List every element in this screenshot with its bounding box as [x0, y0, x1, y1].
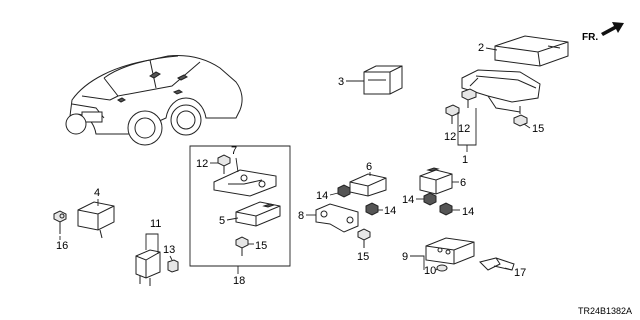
part-2-module: 2	[478, 35, 569, 67]
part-10-battery: 10	[424, 264, 448, 277]
assembly-18-frame: 18	[189, 145, 291, 287]
bolt-12-box: 12	[196, 154, 231, 174]
clip-14-d: 14	[439, 202, 474, 218]
callout-12-lower: 12	[444, 131, 456, 143]
part-3-unit: 3	[338, 65, 403, 95]
callout-4: 4	[94, 187, 100, 199]
callout-17: 17	[514, 267, 526, 279]
callout-3: 3	[338, 76, 344, 88]
part-11-relay: 11	[135, 218, 161, 286]
diagram-code: TR24B1382A	[578, 306, 632, 316]
callout-11: 11	[150, 218, 161, 230]
clip-14-b: 14	[365, 202, 396, 217]
vehicle-illustration	[65, 55, 243, 146]
part-8-bracket: 8	[298, 203, 359, 233]
callout-2: 2	[478, 42, 484, 54]
front-label: FR.	[582, 32, 598, 43]
callout-16: 16	[56, 240, 68, 252]
leader-2	[485, 47, 498, 51]
callout-14-a: 14	[316, 190, 328, 202]
bolt-15-middle: 15	[357, 228, 371, 263]
callout-6-right: 6	[460, 177, 466, 189]
bolt-12-upper	[461, 88, 477, 108]
part-1-bracket	[461, 69, 541, 113]
part-9-key-fob: 9	[402, 237, 475, 270]
part-6-sensor-right: 6	[419, 167, 466, 195]
part-6-sensor-left: 6	[349, 161, 387, 197]
callout-15-middle: 15	[357, 251, 369, 263]
front-arrow-icon	[601, 22, 624, 36]
part-7-bracket: 7	[213, 145, 277, 197]
bolt-15-box: 15	[235, 236, 267, 256]
callout-10: 10	[424, 265, 436, 277]
part-17-key-blade: 17	[479, 257, 526, 279]
callout-12-upper: 12	[458, 123, 470, 135]
bolt-12-lower	[445, 104, 460, 124]
callout-14-b: 14	[384, 205, 396, 217]
part-13-clip: 13	[163, 244, 179, 273]
bolt-16: 16	[53, 210, 68, 252]
callout-1: 1	[462, 154, 468, 166]
callout-6-left: 6	[366, 161, 372, 173]
part-5-receiver: 5	[219, 201, 281, 227]
callout-14-d: 14	[462, 206, 474, 218]
callout-7: 7	[231, 145, 237, 157]
callout-18: 18	[233, 275, 245, 287]
callout-12-box: 12	[196, 158, 208, 170]
callout-9: 9	[402, 251, 408, 263]
clip-14-c: 14	[402, 192, 437, 206]
front-direction-indicator: FR.	[582, 22, 624, 43]
part-4-sensor: 4	[77, 187, 115, 239]
bolt-15-right	[513, 106, 528, 127]
callout-8: 8	[298, 210, 304, 222]
callout-15-right: 15	[532, 123, 544, 135]
clip-14-a: 14	[316, 184, 351, 202]
callout-13: 13	[163, 244, 175, 256]
callout-15-box: 15	[255, 240, 267, 252]
callout-5: 5	[219, 215, 225, 227]
callout-14-c: 14	[402, 194, 414, 206]
